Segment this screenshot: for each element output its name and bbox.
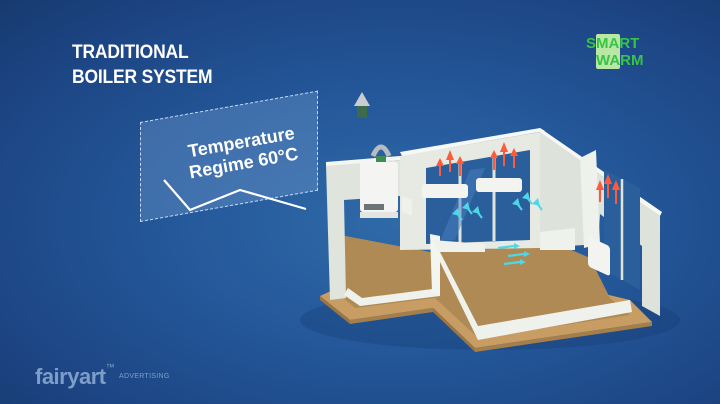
title-line-2: BOILER SYSTEM bbox=[72, 67, 213, 88]
logo-line-2: WARM bbox=[596, 52, 644, 69]
page-title: TRADITIONAL BOILER SYSTEM bbox=[72, 40, 213, 90]
brand-name: fairyart bbox=[35, 364, 106, 389]
temperature-graph-icon bbox=[163, 179, 307, 212]
smart-warm-logo: SMART WARM bbox=[586, 32, 660, 72]
trademark-symbol: ™ bbox=[105, 362, 115, 372]
logo-line-1: SMART bbox=[586, 35, 640, 52]
logo-box bbox=[596, 34, 620, 69]
brand-subtitle: ADVERTISING bbox=[119, 373, 170, 380]
title-line-1: TRADITIONAL bbox=[72, 42, 189, 63]
cold-air-arrows bbox=[452, 192, 543, 266]
fairyart-watermark: fairyart™ bbox=[35, 362, 115, 390]
hot-air-arrows bbox=[436, 142, 620, 204]
